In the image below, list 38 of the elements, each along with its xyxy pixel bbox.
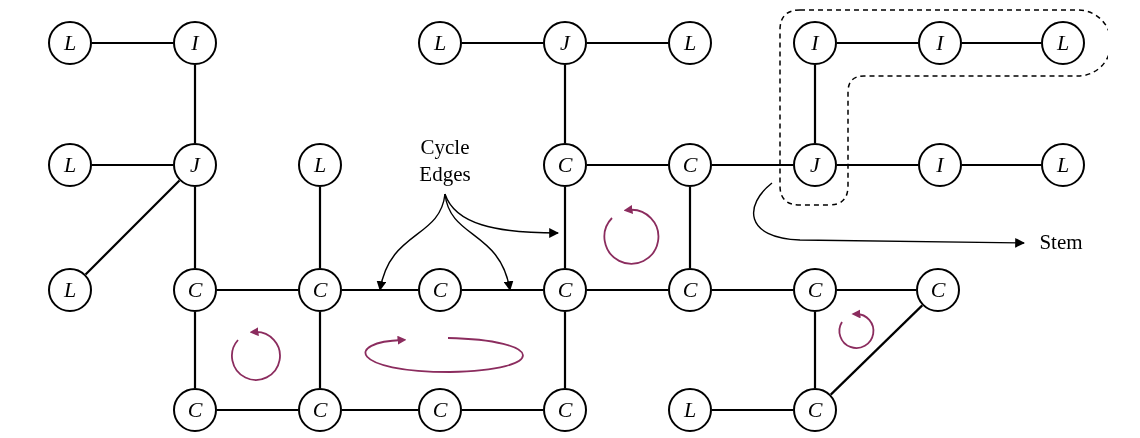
edge-line (318, 187, 322, 268)
edge-line (342, 288, 418, 292)
edge-line (837, 41, 918, 45)
edge-line (462, 288, 543, 292)
edge-line (563, 65, 567, 143)
edge-line (563, 312, 567, 388)
edge-line (837, 163, 918, 167)
edge-line (712, 408, 793, 412)
edge-line (813, 312, 817, 388)
edge-line (813, 65, 817, 143)
edge-line (217, 288, 298, 292)
edge-line (193, 312, 197, 388)
annotation-label: Stem (1039, 229, 1083, 257)
edge-line (462, 408, 543, 412)
edge-line (587, 41, 668, 45)
edge-line (962, 163, 1041, 167)
edge-line (837, 288, 916, 292)
edge-line (712, 163, 793, 167)
edge-line (712, 288, 793, 292)
annotation-label: Cycle Edges (418, 133, 472, 188)
edge-line (563, 187, 567, 268)
leader-arrow (377, 193, 446, 291)
edge-line (318, 312, 322, 388)
edge-line (462, 41, 543, 45)
edge-line (92, 41, 173, 45)
edge-line (217, 408, 298, 412)
edge-line (193, 65, 197, 143)
leader-arrow (444, 193, 559, 238)
edge-line (962, 41, 1041, 45)
edge-line (193, 187, 197, 268)
edge-line (84, 179, 181, 276)
edge-line (688, 187, 692, 268)
leader-arrow (752, 182, 1025, 248)
edge-line (587, 163, 668, 167)
edge-line (587, 288, 668, 292)
edge-line (830, 304, 923, 396)
edge-line (92, 163, 173, 167)
edge-line (342, 408, 418, 412)
